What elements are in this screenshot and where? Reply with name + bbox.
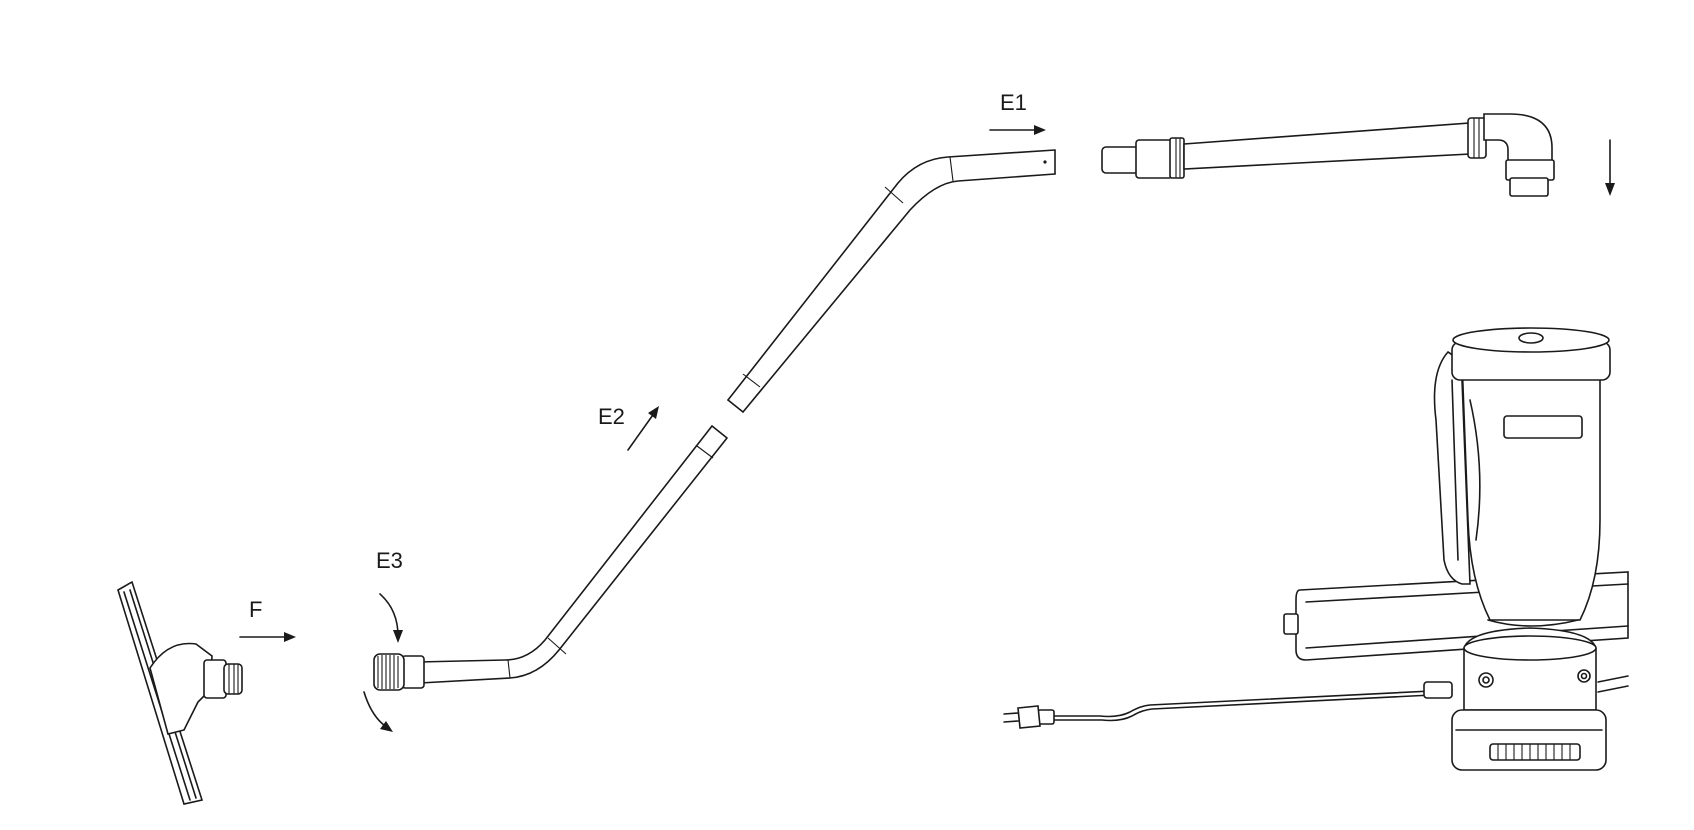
arrow-e3-rotate-bottom bbox=[363, 691, 393, 732]
label-e2: E2 bbox=[598, 404, 625, 429]
arrow-f-right bbox=[239, 632, 296, 642]
knurled-ring bbox=[377, 655, 399, 689]
label-e1: E1 bbox=[1000, 90, 1027, 115]
label-e3: E3 bbox=[376, 548, 403, 573]
arrow-e3-rotate-top bbox=[379, 593, 403, 643]
label-f: F bbox=[249, 597, 262, 622]
arrow-e2-up bbox=[627, 406, 659, 451]
base-vent-grille bbox=[1497, 744, 1571, 760]
upper-wand-with-elbow bbox=[1101, 113, 1555, 197]
arrow-e1-right bbox=[989, 125, 1046, 135]
arrow-down-right-edge bbox=[1605, 139, 1615, 196]
lower-wand-section bbox=[373, 425, 728, 691]
floor-nozzle bbox=[117, 580, 243, 805]
middle-wand-upper-section bbox=[727, 149, 1056, 413]
vacuum-body bbox=[1283, 327, 1629, 771]
power-cord bbox=[1003, 681, 1453, 729]
